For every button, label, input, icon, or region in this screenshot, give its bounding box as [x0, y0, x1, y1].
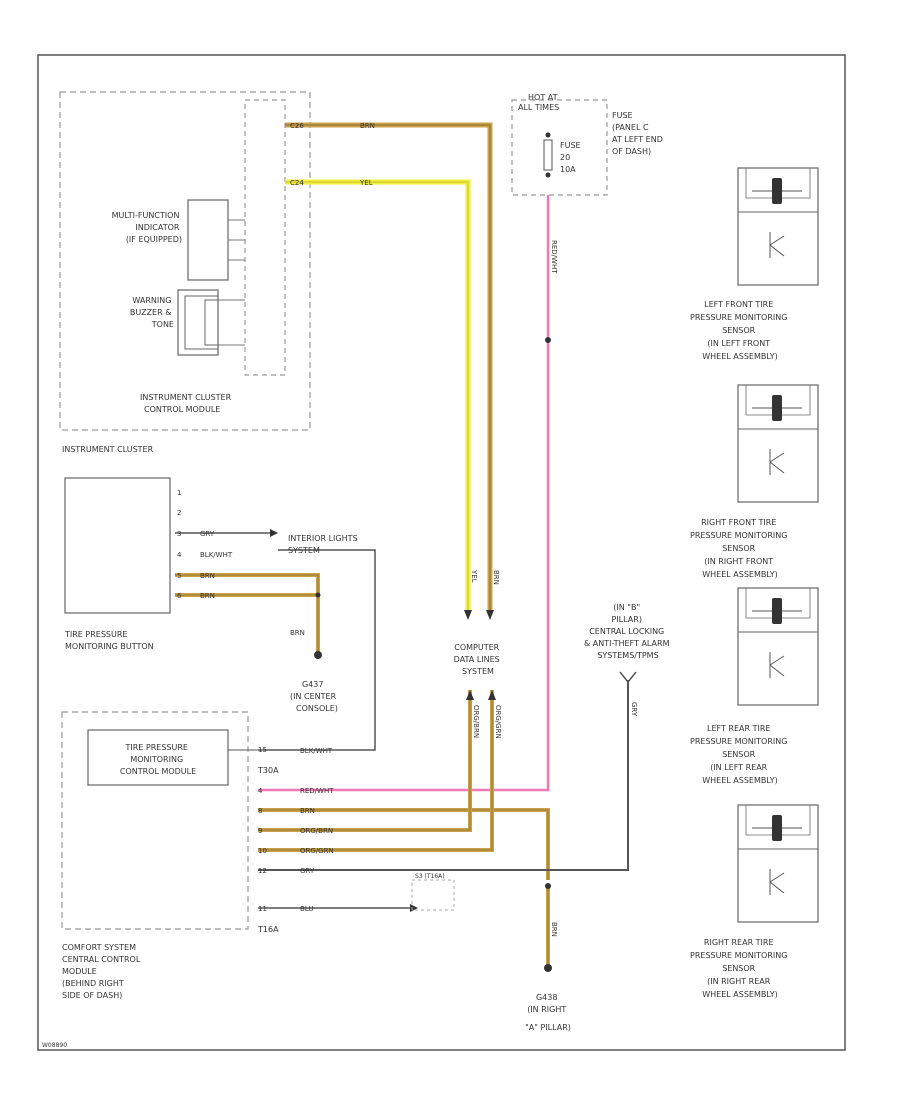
b-pillar-label: (IN "B" PILLAR) CENTRAL LOCKING & ANTI-T… — [584, 603, 672, 660]
mfi-pin-leads — [228, 219, 245, 261]
svg-text:BRN: BRN — [200, 592, 215, 600]
splice-connector-box — [411, 879, 455, 911]
mfi-label: MULTI-FUNCTION INDICATOR (IF EQUIPPED) — [112, 211, 182, 244]
wire-red-wht — [258, 195, 550, 792]
wire-org-grn — [258, 690, 494, 852]
fuse-label: FUSE 20 10A — [560, 141, 583, 174]
sensor-left-front — [737, 167, 819, 286]
wire-module-blkwht — [258, 549, 376, 751]
wire-labels: C26 BRN C24 YEL RED/WHT 3 GRY 4 BLK/WHT … — [177, 122, 638, 937]
sensor-right-rear — [737, 804, 819, 923]
svg-text:YEL: YEL — [359, 179, 373, 187]
sensor-left-rear — [737, 587, 819, 706]
svg-text:12: 12 — [258, 867, 267, 875]
wire-btn-brn1 — [175, 573, 320, 655]
connector-t16a: T16A — [257, 925, 279, 934]
redwht-splice-dot — [545, 337, 551, 343]
svg-text:RED/WHT: RED/WHT — [300, 787, 334, 795]
wire-module-gry — [258, 680, 629, 871]
diagram-border — [37, 54, 846, 1051]
svg-text:BRN: BRN — [550, 922, 558, 937]
svg-text:BRN: BRN — [300, 807, 315, 815]
splice-label: S3 (T16A) — [415, 873, 445, 880]
cluster-control-module-outline — [244, 99, 286, 376]
fuse-dot-bottom — [545, 172, 551, 178]
comfort-module-label: COMFORT SYSTEM CENTRAL CONTROL MODULE (B… — [62, 943, 143, 1000]
btn-splice-dot — [315, 592, 321, 598]
svg-text:9: 9 — [258, 827, 262, 835]
fuse-element — [543, 139, 553, 171]
sensor-lf-label: LEFT FRONT TIRE PRESSURE MONITORING SENS… — [690, 300, 790, 361]
wire-org-brn — [258, 690, 472, 832]
svg-text:ORG/BRN: ORG/BRN — [472, 705, 480, 738]
sensor-right-front — [737, 384, 819, 503]
b-pillar-connector — [619, 671, 637, 684]
svg-text:8: 8 — [258, 807, 262, 815]
svg-text:6: 6 — [177, 592, 182, 600]
svg-text:15: 15 — [258, 746, 267, 754]
footer-code: W08890 — [42, 1042, 67, 1049]
tpms-button-label: TIRE PRESSURE MONITORING BUTTON — [64, 630, 154, 651]
wire-cluster-yel — [285, 179, 471, 610]
fuse-panel-label: FUSE (PANEL C AT LEFT END OF DASH) — [612, 111, 665, 156]
instrument-cluster-label: INSTRUMENT CLUSTER — [62, 445, 154, 454]
sensor-lr-label: LEFT REAR TIRE PRESSURE MONITORING SENSO… — [690, 724, 790, 785]
tpms-module-label: TIRE PRESSURE MONITORING CONTROL MODULE — [120, 743, 196, 776]
interior-lights-label: INTERIOR LIGHTS SYSTEM — [288, 534, 360, 555]
buzzer-label: WARNING BUZZER & TONE — [130, 296, 174, 329]
g438-ground-symbol — [544, 964, 552, 972]
data-bus-arrows-bottom — [466, 690, 496, 700]
svg-text:BRN: BRN — [492, 570, 500, 585]
data-bus-arrows-top — [464, 610, 494, 620]
svg-text:BLK/WHT: BLK/WHT — [200, 551, 233, 559]
g437-ground-symbol — [314, 651, 322, 659]
svg-text:RED/WHT: RED/WHT — [550, 240, 558, 274]
instrument-cluster-outline — [59, 91, 311, 431]
wire-cluster-brn — [285, 122, 493, 610]
svg-text:4: 4 — [177, 551, 182, 559]
hot-at-label: HOT AT ALL TIMES — [518, 93, 560, 112]
svg-text:BRN: BRN — [290, 629, 305, 637]
svg-text:BRN: BRN — [360, 122, 375, 130]
sensor-rf-label: RIGHT FRONT TIRE PRESSURE MONITORING SEN… — [690, 518, 790, 579]
svg-text:3: 3 — [177, 530, 181, 538]
svg-text:GRY: GRY — [630, 702, 638, 717]
svg-text:ORG/BRN: ORG/BRN — [300, 827, 333, 835]
svg-text:BLU: BLU — [300, 905, 313, 913]
wire-module-brn — [258, 808, 550, 880]
svg-text:GRY: GRY — [300, 867, 315, 875]
svg-text:1: 1 — [177, 489, 181, 497]
gry-arrow — [270, 529, 278, 537]
tpms-control-module — [87, 729, 229, 786]
g438-label: G438 (IN RIGHT "A" PILLAR) — [525, 993, 571, 1032]
comfort-module-outline — [61, 711, 249, 930]
data-bus-label: COMPUTER DATA LINES SYSTEM — [454, 643, 503, 676]
button-pin-numbers: 1 2 — [177, 489, 181, 517]
svg-text:BRN: BRN — [200, 572, 215, 580]
svg-text:ORG/GRN: ORG/GRN — [494, 705, 502, 739]
cluster-module-label: INSTRUMENT CLUSTER CONTROL MODULE — [140, 393, 234, 414]
svg-text:C26: C26 — [290, 122, 304, 130]
svg-text:BLK/WHT: BLK/WHT — [300, 747, 333, 755]
sensor-rr-label: RIGHT REAR TIRE PRESSURE MONITORING SENS… — [690, 938, 790, 999]
tpms-button-box — [64, 477, 171, 614]
svg-text:11: 11 — [258, 905, 267, 913]
multifunction-indicator — [187, 199, 229, 281]
connector-t30a: T30A — [257, 766, 279, 775]
brn-splice-dot — [545, 883, 551, 889]
svg-text:5: 5 — [177, 572, 181, 580]
svg-text:10: 10 — [258, 847, 267, 855]
svg-text:2: 2 — [177, 509, 181, 517]
blu-arrow — [410, 904, 418, 912]
svg-text:4: 4 — [258, 787, 263, 795]
svg-text:YEL: YEL — [470, 569, 478, 583]
fuse-dot-top — [545, 132, 551, 138]
fuse-panel-outline — [511, 99, 608, 196]
g437-label: G437 (IN CENTER CONSOLE) — [290, 680, 339, 713]
svg-text:ORG/GRN: ORG/GRN — [300, 847, 334, 855]
warning-buzzer — [177, 289, 245, 356]
svg-text:C24: C24 — [290, 179, 304, 187]
svg-text:GRY: GRY — [200, 530, 215, 538]
